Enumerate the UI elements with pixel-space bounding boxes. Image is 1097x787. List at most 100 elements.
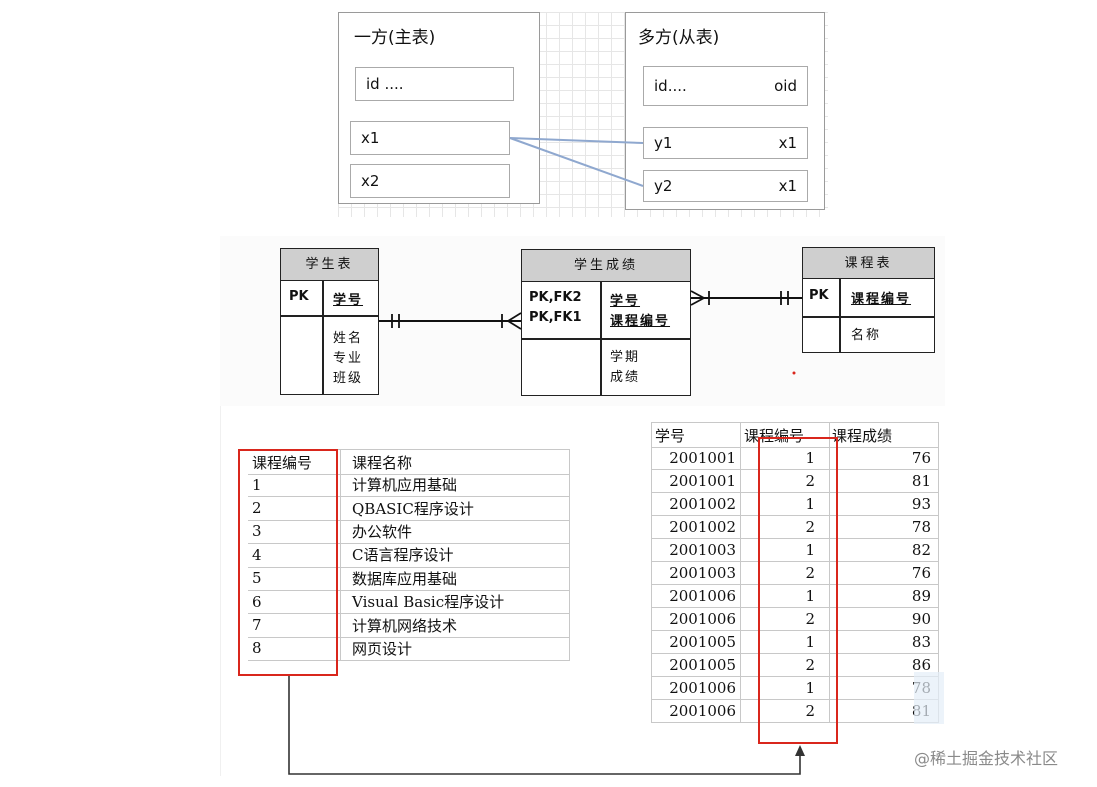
student-id-cell: 2001006 (669, 609, 736, 628)
course-name-cell: 计算机网络技术 (352, 616, 458, 635)
course-table-row: 8 网页设计 (248, 637, 570, 662)
er-course-table: 课程表 PK 课程编号 名称 (802, 247, 935, 353)
course-id-cell: 2 (805, 655, 815, 674)
course-id-cell: 3 (252, 522, 262, 541)
score-table-header: 学号 课程编号 课程成绩 (651, 422, 939, 448)
score-table-row: 2001001 2 81 (651, 469, 939, 493)
score-cell: 90 (911, 609, 931, 628)
score-cell: 86 (911, 655, 931, 674)
one-side-title: 一方(主表) (354, 28, 436, 48)
course-id-cell: 1 (805, 678, 815, 697)
student-id-cell: 2001002 (669, 494, 736, 513)
er-student-table: 学生表 PK 学号 姓名 专业 班级 (280, 248, 379, 395)
course-id-cell: 1 (252, 475, 262, 494)
course-table-row: 1 计算机应用基础 (248, 473, 570, 498)
er-course-key: 课程编号 (851, 292, 912, 307)
course-table-row: 5 数据库应用基础 (248, 567, 570, 591)
one-side-field-x2: x2 (350, 164, 510, 198)
er-score-attr-2: 成绩 (610, 370, 641, 385)
student-id-cell: 2001001 (669, 448, 736, 467)
course-id-cell: 1 (805, 540, 815, 559)
er-student-attr-2: 专业 (333, 351, 364, 366)
score-header-student-id: 学号 (655, 426, 686, 445)
score-data-table: 学号 课程编号 课程成绩 2001001 1 76 2001001 2 81 2001002… (651, 422, 939, 724)
er-score-attr-1: 学期 (610, 350, 641, 365)
top-relation-lines (509, 137, 644, 187)
score-cell: 76 (911, 563, 931, 582)
student-id-cell: 2001003 (669, 540, 736, 559)
student-id-cell: 2001001 (669, 471, 736, 490)
score-table-row: 2001002 2 78 (651, 515, 939, 539)
score-table-row: 2001003 2 76 (651, 561, 939, 585)
er-student-key: 学号 (333, 293, 364, 308)
student-id-cell: 2001005 (669, 655, 736, 674)
course-id-cell: 1 (805, 494, 815, 513)
score-table-row: 2001005 1 83 (651, 630, 939, 654)
course-name-cell: 办公软件 (352, 522, 413, 541)
course-id-cell: 2 (252, 499, 262, 518)
course-id-cell: 5 (252, 569, 262, 588)
student-id-cell: 2001005 (669, 632, 736, 651)
student-id-cell: 2001006 (669, 586, 736, 605)
watermark-text: @稀土掘金技术社区 (914, 749, 1059, 768)
course-name-cell: 计算机应用基础 (352, 476, 458, 495)
student-id-cell: 2001006 (669, 678, 736, 697)
score-course-id-highlight-box (758, 437, 838, 744)
er-score-pk-1: PK,FK2 (529, 290, 582, 305)
score-table-row: 2001006 2 90 (651, 607, 939, 631)
score-cell: 82 (911, 540, 931, 559)
er-student-pk: PK (289, 289, 309, 304)
score-cell: 76 (911, 448, 931, 467)
course-id-cell: 1 (805, 586, 815, 605)
score-table-row: 2001003 1 82 (651, 538, 939, 562)
score-header-score: 课程成绩 (832, 426, 893, 445)
score-table-row: 2001005 2 86 (651, 653, 939, 677)
course-id-cell: 6 (252, 592, 262, 611)
course-id-cell: 2 (805, 517, 815, 536)
er-student-attr-3: 班级 (333, 371, 364, 386)
score-column-shade (914, 672, 944, 724)
course-header-id: 课程编号 (252, 453, 313, 472)
course-table-row: 3 办公软件 (248, 520, 570, 545)
many-side-id-field: id....oid (643, 66, 808, 106)
course-id-cell: 1 (805, 632, 815, 651)
course-name-cell: Visual Basic程序设计 (352, 593, 505, 612)
er-course-pk: PK (809, 288, 829, 303)
score-cell: 83 (911, 632, 931, 651)
course-id-cell: 7 (252, 616, 262, 635)
student-id-cell: 2001003 (669, 563, 736, 582)
many-side-title: 多方(从表) (638, 28, 720, 48)
score-cell: 89 (911, 586, 931, 605)
one-side-id-field: id .... (355, 67, 514, 101)
score-cell: 81 (911, 471, 931, 490)
course-id-cell: 2 (805, 563, 815, 582)
score-cell: 78 (911, 517, 931, 536)
student-id-cell: 2001002 (669, 517, 736, 536)
er-student-attr-1: 姓名 (333, 331, 364, 346)
er-course-attr-1: 名称 (851, 328, 882, 343)
er-score-title: 学生成绩 (522, 250, 690, 282)
student-id-cell: 2001006 (669, 701, 736, 720)
course-id-cell: 8 (252, 639, 262, 658)
score-table-row: 2001001 1 76 (651, 446, 939, 470)
lower-area-frame (220, 406, 221, 776)
course-id-cell: 1 (805, 448, 815, 467)
er-course-title: 课程表 (803, 248, 934, 279)
course-name-cell: QBASIC程序设计 (352, 499, 474, 518)
course-id-cell: 2 (805, 609, 815, 628)
er-score-key-1: 学号 (610, 294, 641, 309)
score-table-row: 2001006 1 89 (651, 584, 939, 608)
course-name-cell: 网页设计 (352, 639, 413, 658)
relation-line-y2 (509, 137, 644, 187)
relation-line-y1 (509, 137, 644, 144)
er-relationship-lines (379, 290, 802, 375)
course-table-row: 2 QBASIC程序设计 (248, 496, 570, 521)
course-table-row: 6 Visual Basic程序设计 (248, 590, 570, 615)
course-name-cell: 数据库应用基础 (352, 569, 458, 588)
course-id-cell: 2 (805, 471, 815, 490)
